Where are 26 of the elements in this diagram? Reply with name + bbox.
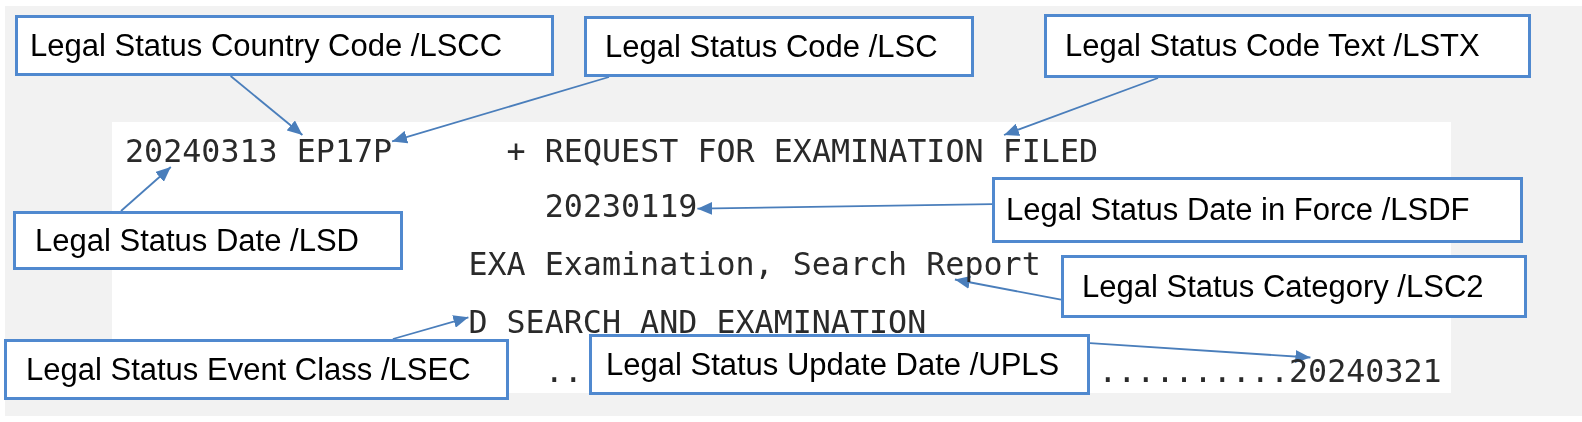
arrow	[1089, 342, 1312, 363]
dot-leader: ..	[544, 357, 583, 384]
arrow	[392, 315, 470, 340]
arrow	[696, 201, 993, 215]
callout-box: Legal Status Code Text /LSTX	[1044, 14, 1531, 78]
arrow	[954, 275, 1062, 301]
category-text: EXA Examination, Search Report	[468, 247, 1041, 280]
date-text: 20230119	[544, 189, 698, 222]
plus-sign: +	[506, 135, 526, 167]
dot-leader: ..........	[1098, 357, 1289, 384]
callout-box: Legal Status Country Code /LSCC	[15, 15, 554, 76]
callout-box: Legal Status Code /LSC	[584, 16, 974, 77]
callout-box: Legal Status Update Date /UPLS	[589, 334, 1090, 395]
country-code-text: EP	[296, 135, 335, 167]
date-text: 20240313	[125, 135, 278, 167]
arrow	[120, 166, 172, 212]
callout-box: Legal Status Category /LSC2	[1061, 255, 1527, 318]
callout-box: Legal Status Event Class /LSEC	[4, 339, 509, 400]
arrow	[229, 75, 304, 136]
status-text: REQUEST FOR EXAMINATION FILED	[544, 135, 1099, 167]
callout-box: Legal Status Date /LSD	[13, 211, 403, 270]
arrow	[391, 76, 610, 144]
arrow	[1003, 77, 1159, 136]
callout-box: Legal Status Date in Force /LSDF	[992, 177, 1523, 243]
date-text: 20240321	[1289, 357, 1442, 384]
status-code-text: 17P	[334, 135, 393, 167]
